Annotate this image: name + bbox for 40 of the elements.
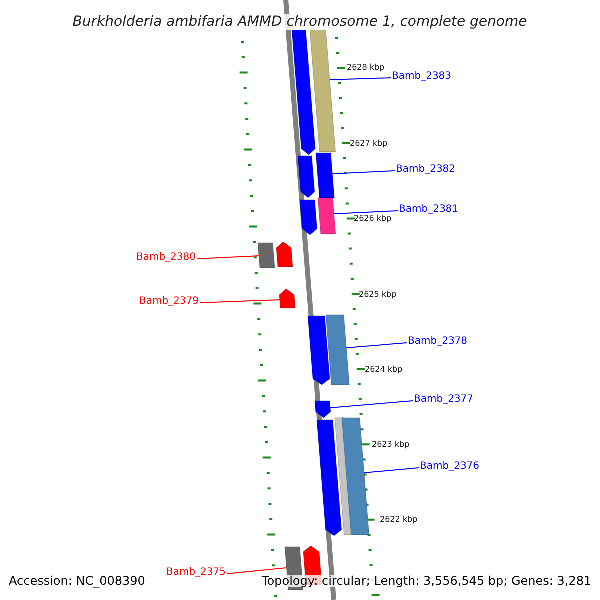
gene-bar (316, 152, 335, 198)
gene-bar (326, 314, 350, 386)
leader-line (334, 210, 398, 214)
footer-text: Accession: NC_008390 (9, 575, 146, 587)
title: Burkholderia ambifaria AMMD chromosome 1, complete genome (72, 14, 528, 30)
scale-label: 2622 kbp (380, 516, 418, 524)
gene-segment (298, 156, 316, 198)
gene-label: Bamb_2376 (420, 461, 480, 473)
gene-label: Bamb_2380 (136, 252, 196, 264)
scale-label: 2624 kbp (365, 366, 403, 374)
gene-label: Bamb_2375 (166, 567, 226, 579)
gene-label: Bamb_2381 (399, 204, 459, 216)
gene-segment (279, 288, 296, 308)
gene-bar (310, 30, 336, 152)
leader-line (332, 170, 396, 174)
scale-label: 2628 kbp (347, 64, 385, 72)
gene-segment (276, 242, 294, 268)
footer-text: Topology: circular; Length: 3,556,545 bp; Genes: 3,281 (262, 575, 592, 587)
leader-line (364, 468, 420, 474)
gene-label: Bamb_2378 (408, 336, 468, 348)
gene-label: Bamb_2382 (396, 164, 456, 176)
leader-line (330, 400, 414, 408)
scale-label: 2627 kbp (350, 140, 388, 148)
gene-label: Bamb_2377 (414, 394, 474, 406)
gene-segment (314, 400, 332, 418)
gene-segment (308, 316, 330, 386)
leader-line (226, 568, 288, 574)
scale-label: 2623 kbp (372, 441, 410, 449)
leader-line (330, 78, 392, 80)
scale-label: 2626 kbp (354, 215, 392, 223)
gene-bar (258, 242, 276, 268)
gene-bar (342, 418, 370, 536)
gene-bar (318, 198, 336, 234)
gene-label: Bamb_2379 (139, 296, 199, 308)
leader-line (346, 342, 408, 348)
gene-label: Bamb_2383 (392, 71, 452, 83)
leader-line (200, 300, 280, 304)
leader-line (196, 256, 260, 260)
scale-label: 2625 kbp (359, 291, 397, 299)
gene-segment (300, 200, 318, 236)
